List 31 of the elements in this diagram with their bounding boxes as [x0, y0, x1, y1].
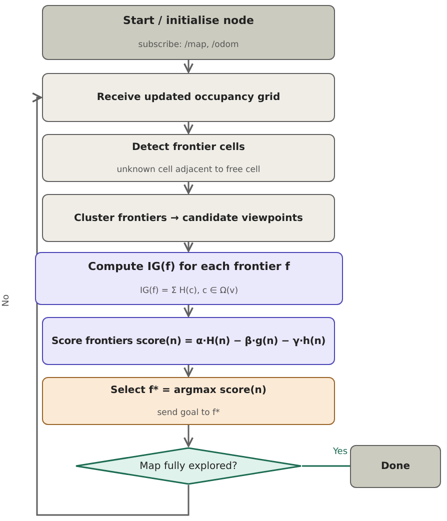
process-box: [350, 445, 441, 488]
step-note: subscribe: /map, /odom: [138, 38, 239, 52]
arrow: [183, 305, 194, 317]
arrow: [183, 182, 194, 194]
process-box: [35, 252, 343, 305]
step-title: Receive updated occupancy grid: [96, 91, 280, 105]
process-box: [42, 134, 335, 182]
step-title: Start / initialise node: [123, 13, 254, 30]
step-title: Score frontiers score(n) = α·H(n) − β·g(n) − γ·h(n): [51, 334, 326, 348]
process-box: [42, 317, 335, 365]
arrow: [32, 92, 190, 516]
process-box: [42, 377, 335, 425]
arrow: [183, 425, 194, 447]
arrow: [183, 122, 194, 134]
step-title: Select f* = argmax score(n): [110, 384, 266, 398]
step-note: unknown cell adjacent to free cell: [116, 164, 260, 176]
step-title: Done: [380, 460, 410, 474]
arrow: [183, 60, 194, 73]
step-title: Detect frontier cells: [132, 140, 246, 155]
process-box: [42, 73, 335, 122]
step-note: send goal to f*: [157, 406, 220, 420]
process-box: [42, 5, 335, 60]
process-box: [42, 194, 335, 242]
arrow: [183, 242, 194, 252]
edge-label: Yes: [333, 448, 348, 457]
decision-text: Map fully explored?: [140, 460, 238, 474]
step-title: Cluster frontiers → candidate viewpoints: [74, 212, 303, 226]
step-note: IG(f) = Σ H(c), c ∈ Ω(v): [140, 284, 238, 298]
arrow: [183, 365, 194, 377]
step-title: Compute IG(f) for each frontier f: [88, 259, 290, 276]
edge-label: No: [2, 294, 12, 307]
